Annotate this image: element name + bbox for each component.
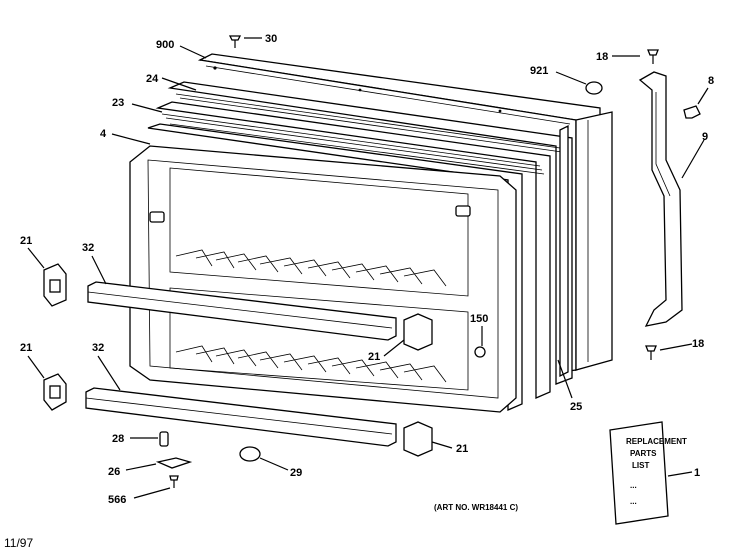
callout-8: 8 xyxy=(708,75,714,87)
screw-18-top xyxy=(647,49,659,64)
callout-9: 9 xyxy=(702,131,708,143)
part-28 xyxy=(159,431,169,447)
callout-32-lower: 32 xyxy=(92,342,104,354)
callout-26: 26 xyxy=(108,466,120,478)
date-code: 11/97 xyxy=(4,536,33,550)
door-liner xyxy=(129,123,523,413)
screw-18-bottom xyxy=(645,345,657,360)
screw-566 xyxy=(169,475,179,488)
callout-21-upper-right: 21 xyxy=(368,351,380,363)
replacement-parts-manual: REPLACEMENT PARTS LIST ... ... xyxy=(609,421,687,525)
callout-921: 921 xyxy=(530,65,548,77)
manual-line-2: PARTS xyxy=(630,449,657,458)
manual-line-5: ... xyxy=(630,497,637,506)
callout-21-upper-left: 21 xyxy=(20,235,32,247)
door-dike xyxy=(155,101,551,399)
callout-32-upper: 32 xyxy=(82,242,94,254)
plug-921 xyxy=(585,81,603,95)
callout-150: 150 xyxy=(470,313,488,325)
hinge-clip-8 xyxy=(683,105,701,119)
end-cap-left-upper xyxy=(43,263,67,307)
end-cap-right-lower xyxy=(403,421,433,457)
door-hinge xyxy=(638,71,683,327)
manual-line-1: REPLACEMENT xyxy=(626,437,687,446)
lower-shelf-bar xyxy=(85,387,397,447)
screw-30 xyxy=(228,35,242,48)
callout-labels: 900 30 18 24 921 8 23 4 9 21 32 150 21 1… xyxy=(20,33,714,506)
screw-150 xyxy=(474,346,486,358)
manual-line-4: ... xyxy=(630,481,637,490)
part-29 xyxy=(239,446,261,462)
art-number: (ART NO. WR18441 C) xyxy=(434,503,518,512)
callout-30: 30 xyxy=(265,33,277,45)
callout-4: 4 xyxy=(100,128,107,140)
end-cap-right-upper xyxy=(403,313,433,351)
callout-24: 24 xyxy=(146,73,159,85)
callout-21-lower-right: 21 xyxy=(456,443,468,455)
callout-29: 29 xyxy=(290,467,302,479)
callout-900: 900 xyxy=(156,39,174,51)
upper-shelf-bar xyxy=(87,281,397,341)
trim-strip-25 xyxy=(559,124,569,378)
callout-18-top: 18 xyxy=(596,51,608,63)
callout-1: 1 xyxy=(694,467,700,479)
callout-566: 566 xyxy=(108,494,126,506)
callout-21-lower-left: 21 xyxy=(20,342,32,354)
part-26 xyxy=(155,457,193,469)
callout-23: 23 xyxy=(112,97,124,109)
callout-25: 25 xyxy=(570,401,582,413)
callout-18-bottom: 18 xyxy=(692,338,704,350)
end-cap-left-lower xyxy=(43,373,67,411)
manual-line-3: LIST xyxy=(632,461,649,470)
callout-28: 28 xyxy=(112,433,124,445)
door-gasket xyxy=(167,81,573,385)
leader-lines xyxy=(27,37,709,499)
